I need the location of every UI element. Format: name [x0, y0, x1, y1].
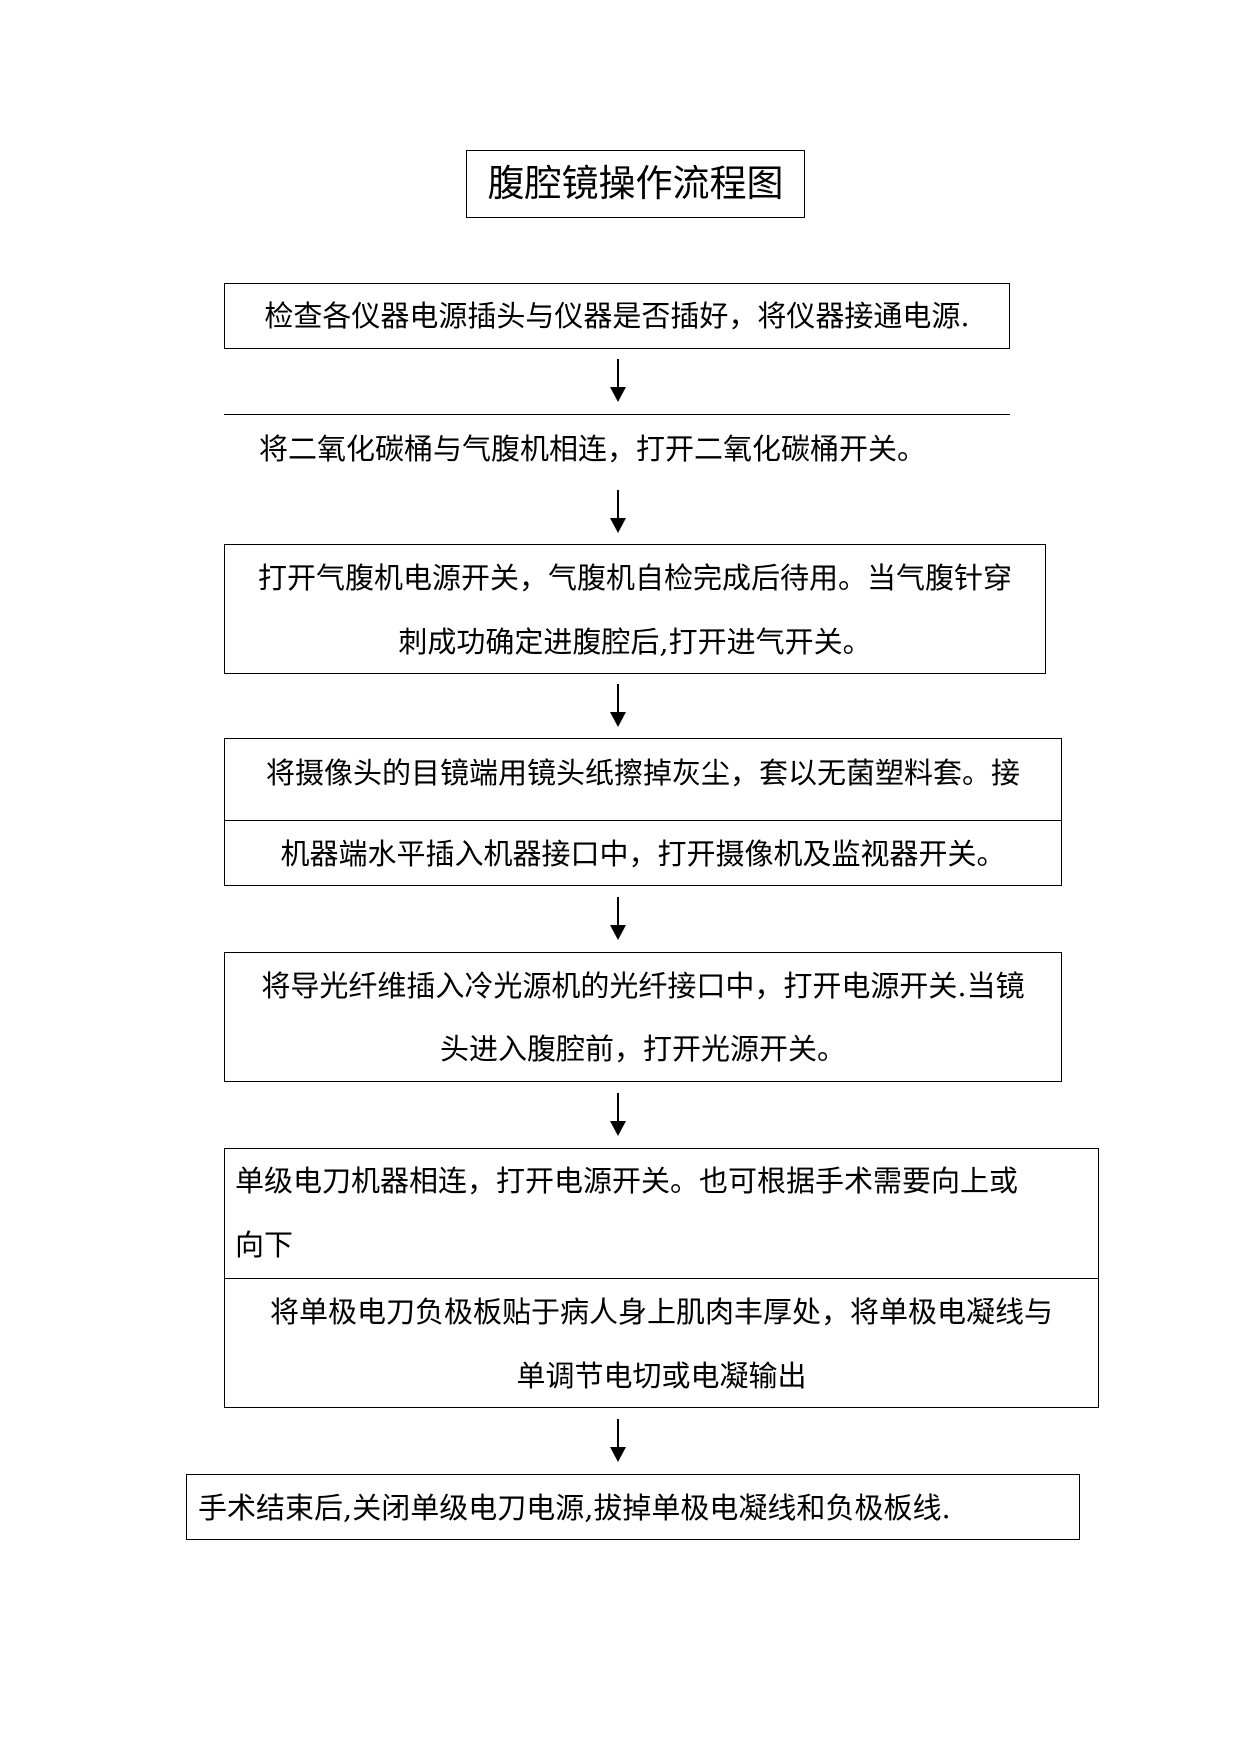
step-6-text-line1: 单级电刀机器相连，打开电源开关。也可根据手术需要向上或 — [235, 1164, 1019, 1198]
step-3-text-line2: 刺成功确定进腹腔后,打开进气开关。 — [398, 625, 872, 659]
step-1-box — [224, 283, 1010, 349]
step-2-text: 将二氧化碳桶与气腹机相连，打开二氧化碳桶开关。 — [259, 432, 927, 466]
step-4-text-line2: 机器端水平插入机器接口中，打开摄像机及监视器开关。 — [280, 837, 1006, 871]
arrow-down-icon — [608, 490, 628, 534]
arrow-down-icon — [608, 897, 628, 941]
step-6-divider — [224, 1278, 1099, 1279]
step-3-text-line1: 打开气腹机电源开关，气腹机自检完成后待用。当气腹针穿 — [257, 561, 1012, 595]
step-4-text-line1: 将摄像头的目镜端用镜头纸擦掉灰尘，套以无菌塑料套。接 — [265, 756, 1020, 790]
arrow-down-icon — [608, 1093, 628, 1137]
page-title: 腹腔镜操作流程图 — [487, 162, 784, 205]
step-6-text-line3: 将单极电刀负极板贴于病人身上肌肉丰厚处，将单极电凝线与 — [269, 1295, 1053, 1329]
arrow-down-icon — [608, 684, 628, 728]
step-4-box — [224, 738, 1062, 886]
step-5-text-line1: 将导光纤维插入冷光源机的光纤接口中，打开电源开关.当镜 — [261, 969, 1025, 1003]
step-5-text-line2: 头进入腹腔前，打开光源开关。 — [439, 1032, 846, 1066]
step-7-text: 手术结束后,关闭单级电刀电源,拔掉单极电凝线和负极板线. — [198, 1491, 951, 1525]
step-6-text-line4: 单调节电切或电凝输出 — [516, 1359, 807, 1393]
title-box — [466, 150, 805, 218]
step-7-box — [186, 1474, 1080, 1540]
step-4-divider — [224, 820, 1062, 821]
arrow-down-icon — [608, 359, 628, 403]
step-3-box — [224, 544, 1046, 674]
arrow-down-icon — [608, 1419, 628, 1463]
step-1-text: 检查各仪器电源插头与仪器是否插好，将仪器接通电源. — [264, 299, 970, 333]
step-5-box — [224, 952, 1062, 1082]
step-6-text-line2: 向下 — [235, 1228, 294, 1262]
step-2-top-rule — [224, 414, 1010, 415]
